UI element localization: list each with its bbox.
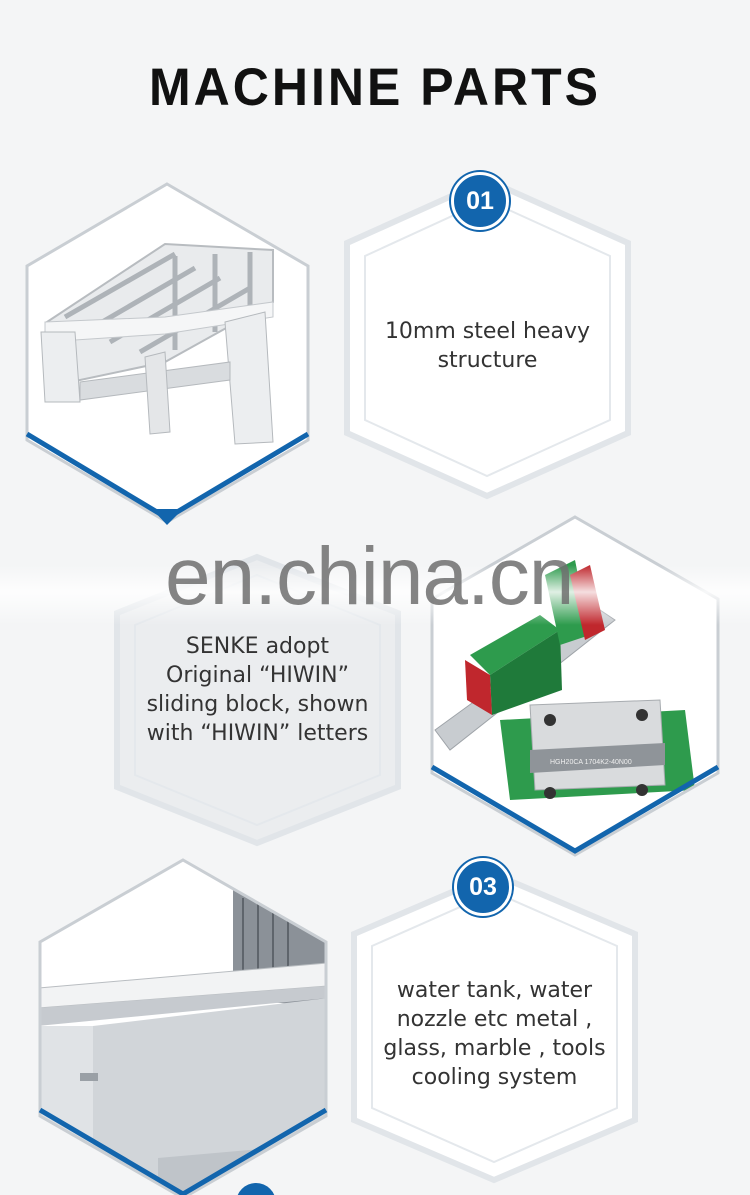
part-1-photo-hexagon [25,182,310,527]
part-1-text-hexagon [344,176,631,500]
part-2-line: sliding block, shown [146,692,369,717]
part-3-number-badge: 03 [454,858,512,916]
part-2-description: SENKE adopt Original “HIWIN” sliding blo… [115,632,400,748]
part-3-description: water tank, water nozzle etc metal , gla… [352,976,637,1092]
part-2-line: Original “HIWIN” [166,663,349,688]
part-1-description: 10mm steel heavy structure [345,317,630,375]
part-1-line: structure [437,348,538,373]
part-3-line: water tank, water [396,978,593,1003]
steel-frame-icon [40,242,274,445]
page-title: MACHINE PARTS [149,57,601,117]
part-3-photo-hexagon [38,858,328,1195]
part-2-line: SENKE adopt [185,634,330,659]
part-1-number-badge: 01 [451,172,509,230]
part-1-frame [344,176,631,500]
block-label: HGH20CA 1704K2-40N00 [550,759,632,766]
part-1-line: 10mm steel heavy [384,319,591,344]
steel-frame-image [25,182,310,525]
watermark-text: en.china.cn [165,531,574,622]
part-3-text-hexagon [351,870,638,1184]
watermark-band [0,565,750,625]
next-section-badge [236,1183,276,1195]
part-3-line: nozzle etc metal , [396,1007,593,1032]
part-2-line: with “HIWIN” letters [146,721,369,746]
water-tank-image [38,858,328,1195]
part-3-frame [351,870,638,1184]
part-3-line: glass, marble , tools [383,1036,606,1061]
part-3-line: cooling system [411,1065,578,1090]
